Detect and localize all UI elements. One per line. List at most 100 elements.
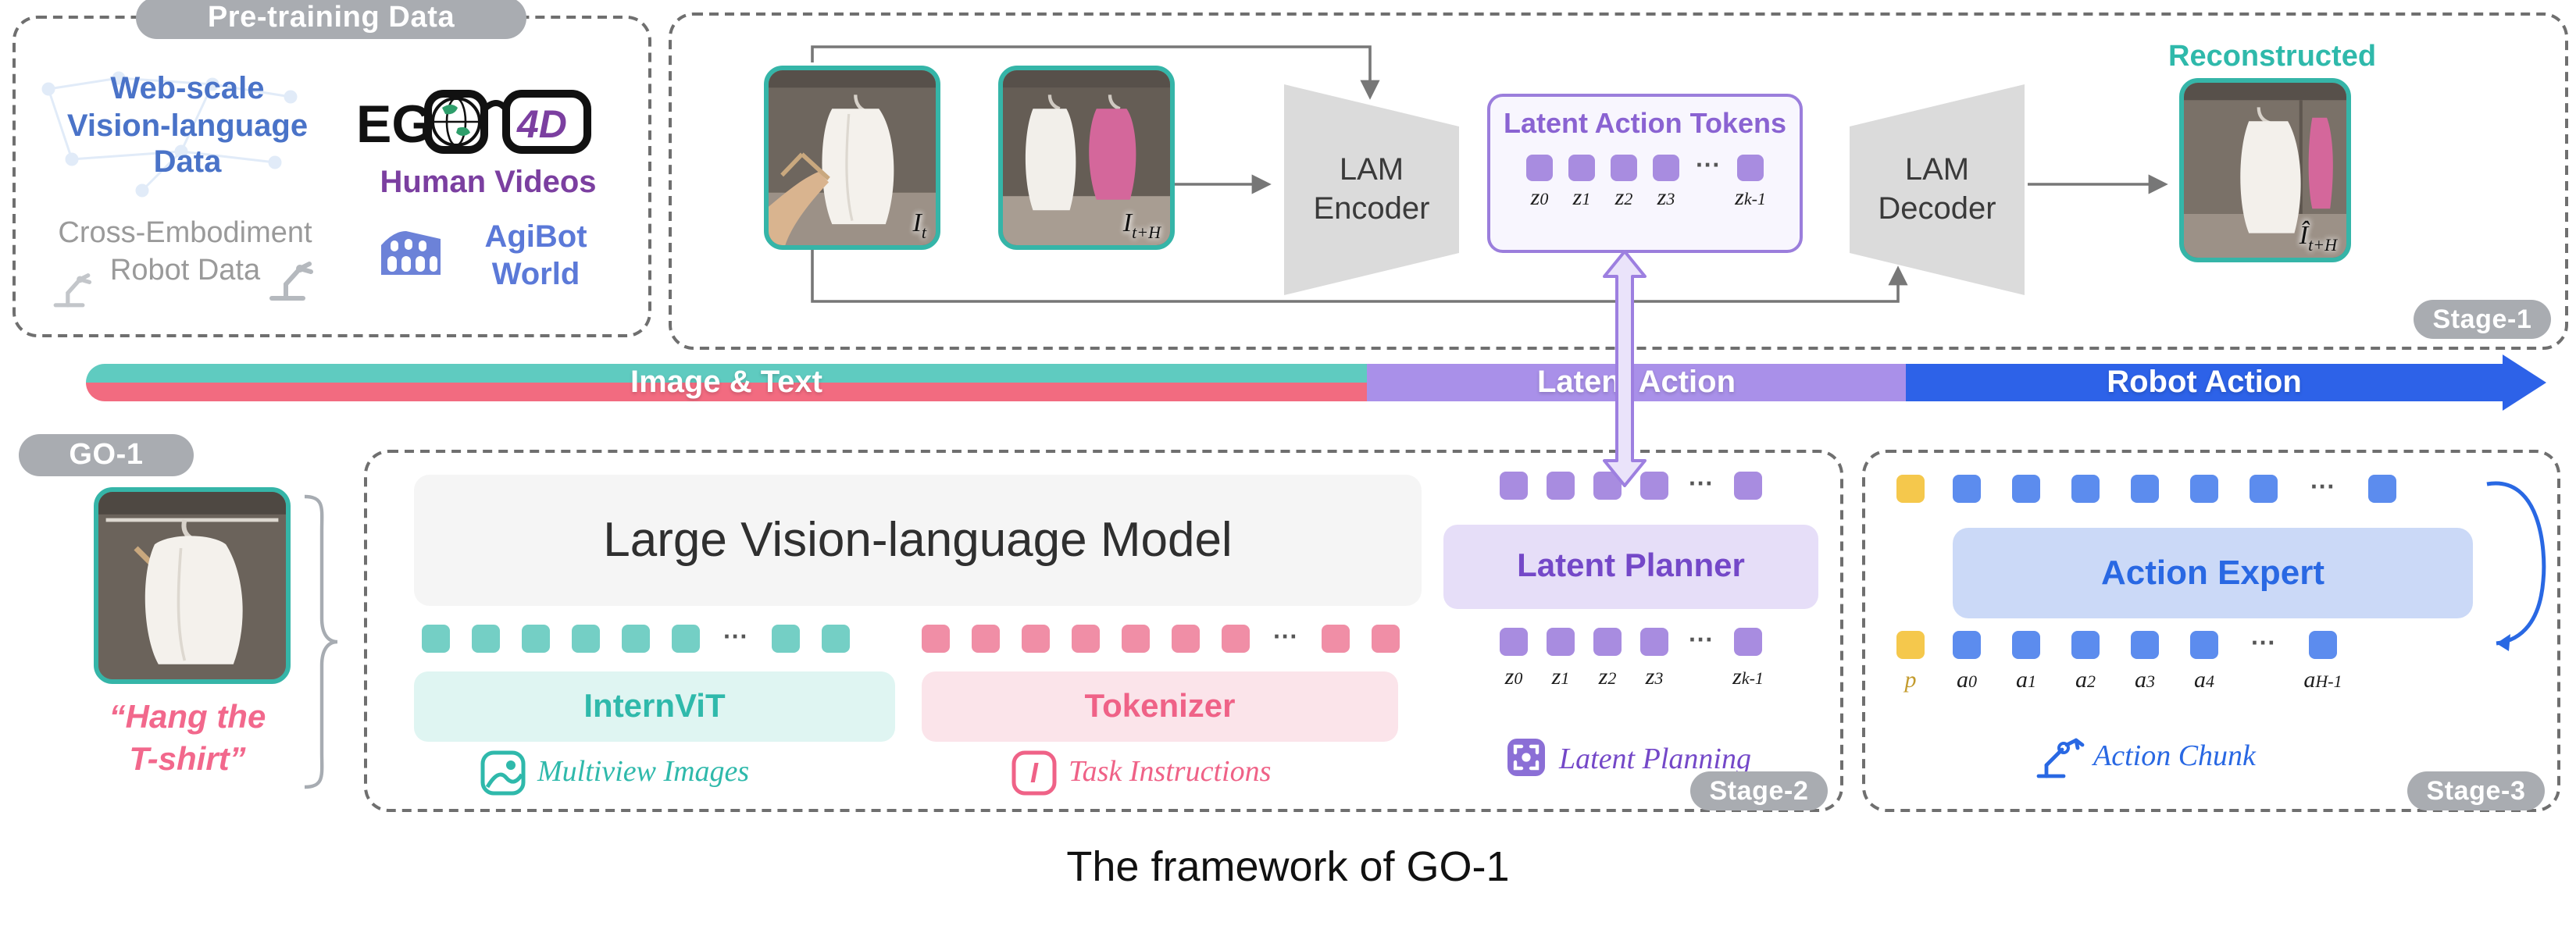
timeline-robot-action-segment: Robot Action — [1906, 364, 2503, 401]
timeline-image-text-label: Image & Text — [630, 365, 822, 399]
latent-token-row: ··· — [1526, 153, 1764, 181]
token-square — [1172, 625, 1200, 653]
web-scale-data-label: Web-scale Vision-language Data — [66, 72, 309, 180]
token-square — [2071, 475, 2100, 503]
internvit-box: InternViT — [414, 671, 895, 742]
token-square — [472, 625, 500, 653]
robot-arm-icon — [269, 262, 313, 301]
visual-token-row: ··· — [422, 625, 850, 653]
planner-top-token-row: ··· — [1500, 472, 1762, 500]
network-graph-decoration — [41, 71, 298, 198]
photo-task-input — [94, 487, 291, 684]
token-square — [2012, 631, 2040, 659]
token-square — [1734, 628, 1762, 656]
lvm-label: Large Vision-language Model — [603, 512, 1233, 567]
task-instructions-icon: I — [1011, 750, 1057, 796]
token-square — [2368, 475, 2396, 503]
token-square — [1322, 625, 1350, 653]
token-square — [1737, 154, 1764, 180]
token-square — [1953, 475, 1981, 503]
token-square — [1953, 631, 1981, 659]
photo-observation-t: It — [764, 66, 940, 250]
token-square — [1022, 625, 1050, 653]
token-square — [922, 625, 950, 653]
token-square — [1122, 625, 1150, 653]
token-square — [772, 625, 800, 653]
token-square — [622, 625, 650, 653]
token-square — [522, 625, 550, 653]
agibot-world-label: AgiBot World — [484, 220, 587, 292]
token-square — [1072, 625, 1100, 653]
stage2-box: Large Vision-language Model ··· ··· Inte… — [364, 450, 1843, 812]
latent-planning-icon — [1507, 739, 1545, 776]
label-spacer — [1695, 186, 1721, 212]
latent-planner-label: Latent Planner — [1517, 548, 1745, 584]
token-square — [1640, 628, 1668, 656]
action-top-token-row: ··· — [1953, 475, 2396, 503]
latent-action-tokens-title: Latent Action Tokens — [1503, 108, 1786, 139]
token-square — [2190, 475, 2218, 503]
go1-pill: GO-1 — [19, 434, 194, 476]
ellipsis: ··· — [2310, 475, 2335, 501]
latent-planner-box: Latent Planner — [1443, 525, 1818, 609]
stage3-pill: Stage-3 — [2407, 771, 2545, 810]
token-square — [1222, 625, 1250, 653]
wardrobe-scene — [2184, 83, 2346, 258]
label-spacer — [1687, 665, 1715, 692]
token-square — [2250, 475, 2278, 503]
token-square — [1568, 154, 1595, 180]
action-chunk-label: Action Chunk — [2093, 740, 2256, 773]
human-videos-label: Human Videos — [380, 166, 597, 200]
stage2-pill: Stage-2 — [1690, 771, 1828, 810]
tokenizer-label: Tokenizer — [1084, 688, 1236, 724]
token-square — [572, 625, 600, 653]
colosseum-icon — [381, 231, 441, 275]
ellipsis: ··· — [2251, 631, 2276, 657]
wardrobe-scene — [769, 70, 936, 245]
token-square — [972, 625, 1000, 653]
ellipsis: ··· — [1689, 472, 1714, 498]
token-square — [2012, 475, 2040, 503]
proprio-token-square — [1896, 475, 1925, 503]
token-square — [1500, 628, 1528, 656]
token-square — [2131, 631, 2159, 659]
multiview-images-icon — [480, 750, 526, 796]
token-square — [1547, 628, 1575, 656]
token-square — [822, 625, 850, 653]
token-square — [1734, 472, 1762, 500]
latent-planning-label: Latent Planning — [1559, 743, 1751, 776]
token-square — [2309, 631, 2337, 659]
input-brace — [304, 494, 338, 789]
ellipsis: ··· — [1689, 628, 1714, 654]
token-square — [1640, 472, 1668, 500]
lam-encoder: LAM Encoder — [1284, 84, 1459, 295]
token-square — [1372, 625, 1400, 653]
timeline-latent-action-segment: Latent Action — [1367, 364, 1906, 401]
ellipsis: ··· — [1696, 153, 1721, 180]
lam-decoder: LAM Decoder — [1850, 84, 2025, 295]
token-square — [2131, 475, 2159, 503]
label-spacer — [2250, 668, 2278, 695]
action-expert-box: Action Expert — [1953, 528, 2473, 618]
internvit-label: InternViT — [583, 688, 726, 724]
figure-caption: The framework of GO-1 — [1066, 843, 1510, 890]
photo-label-ItH: It+H — [1122, 207, 1161, 242]
token-square — [1593, 628, 1622, 656]
stage1-pill: Stage-1 — [2414, 300, 2551, 339]
